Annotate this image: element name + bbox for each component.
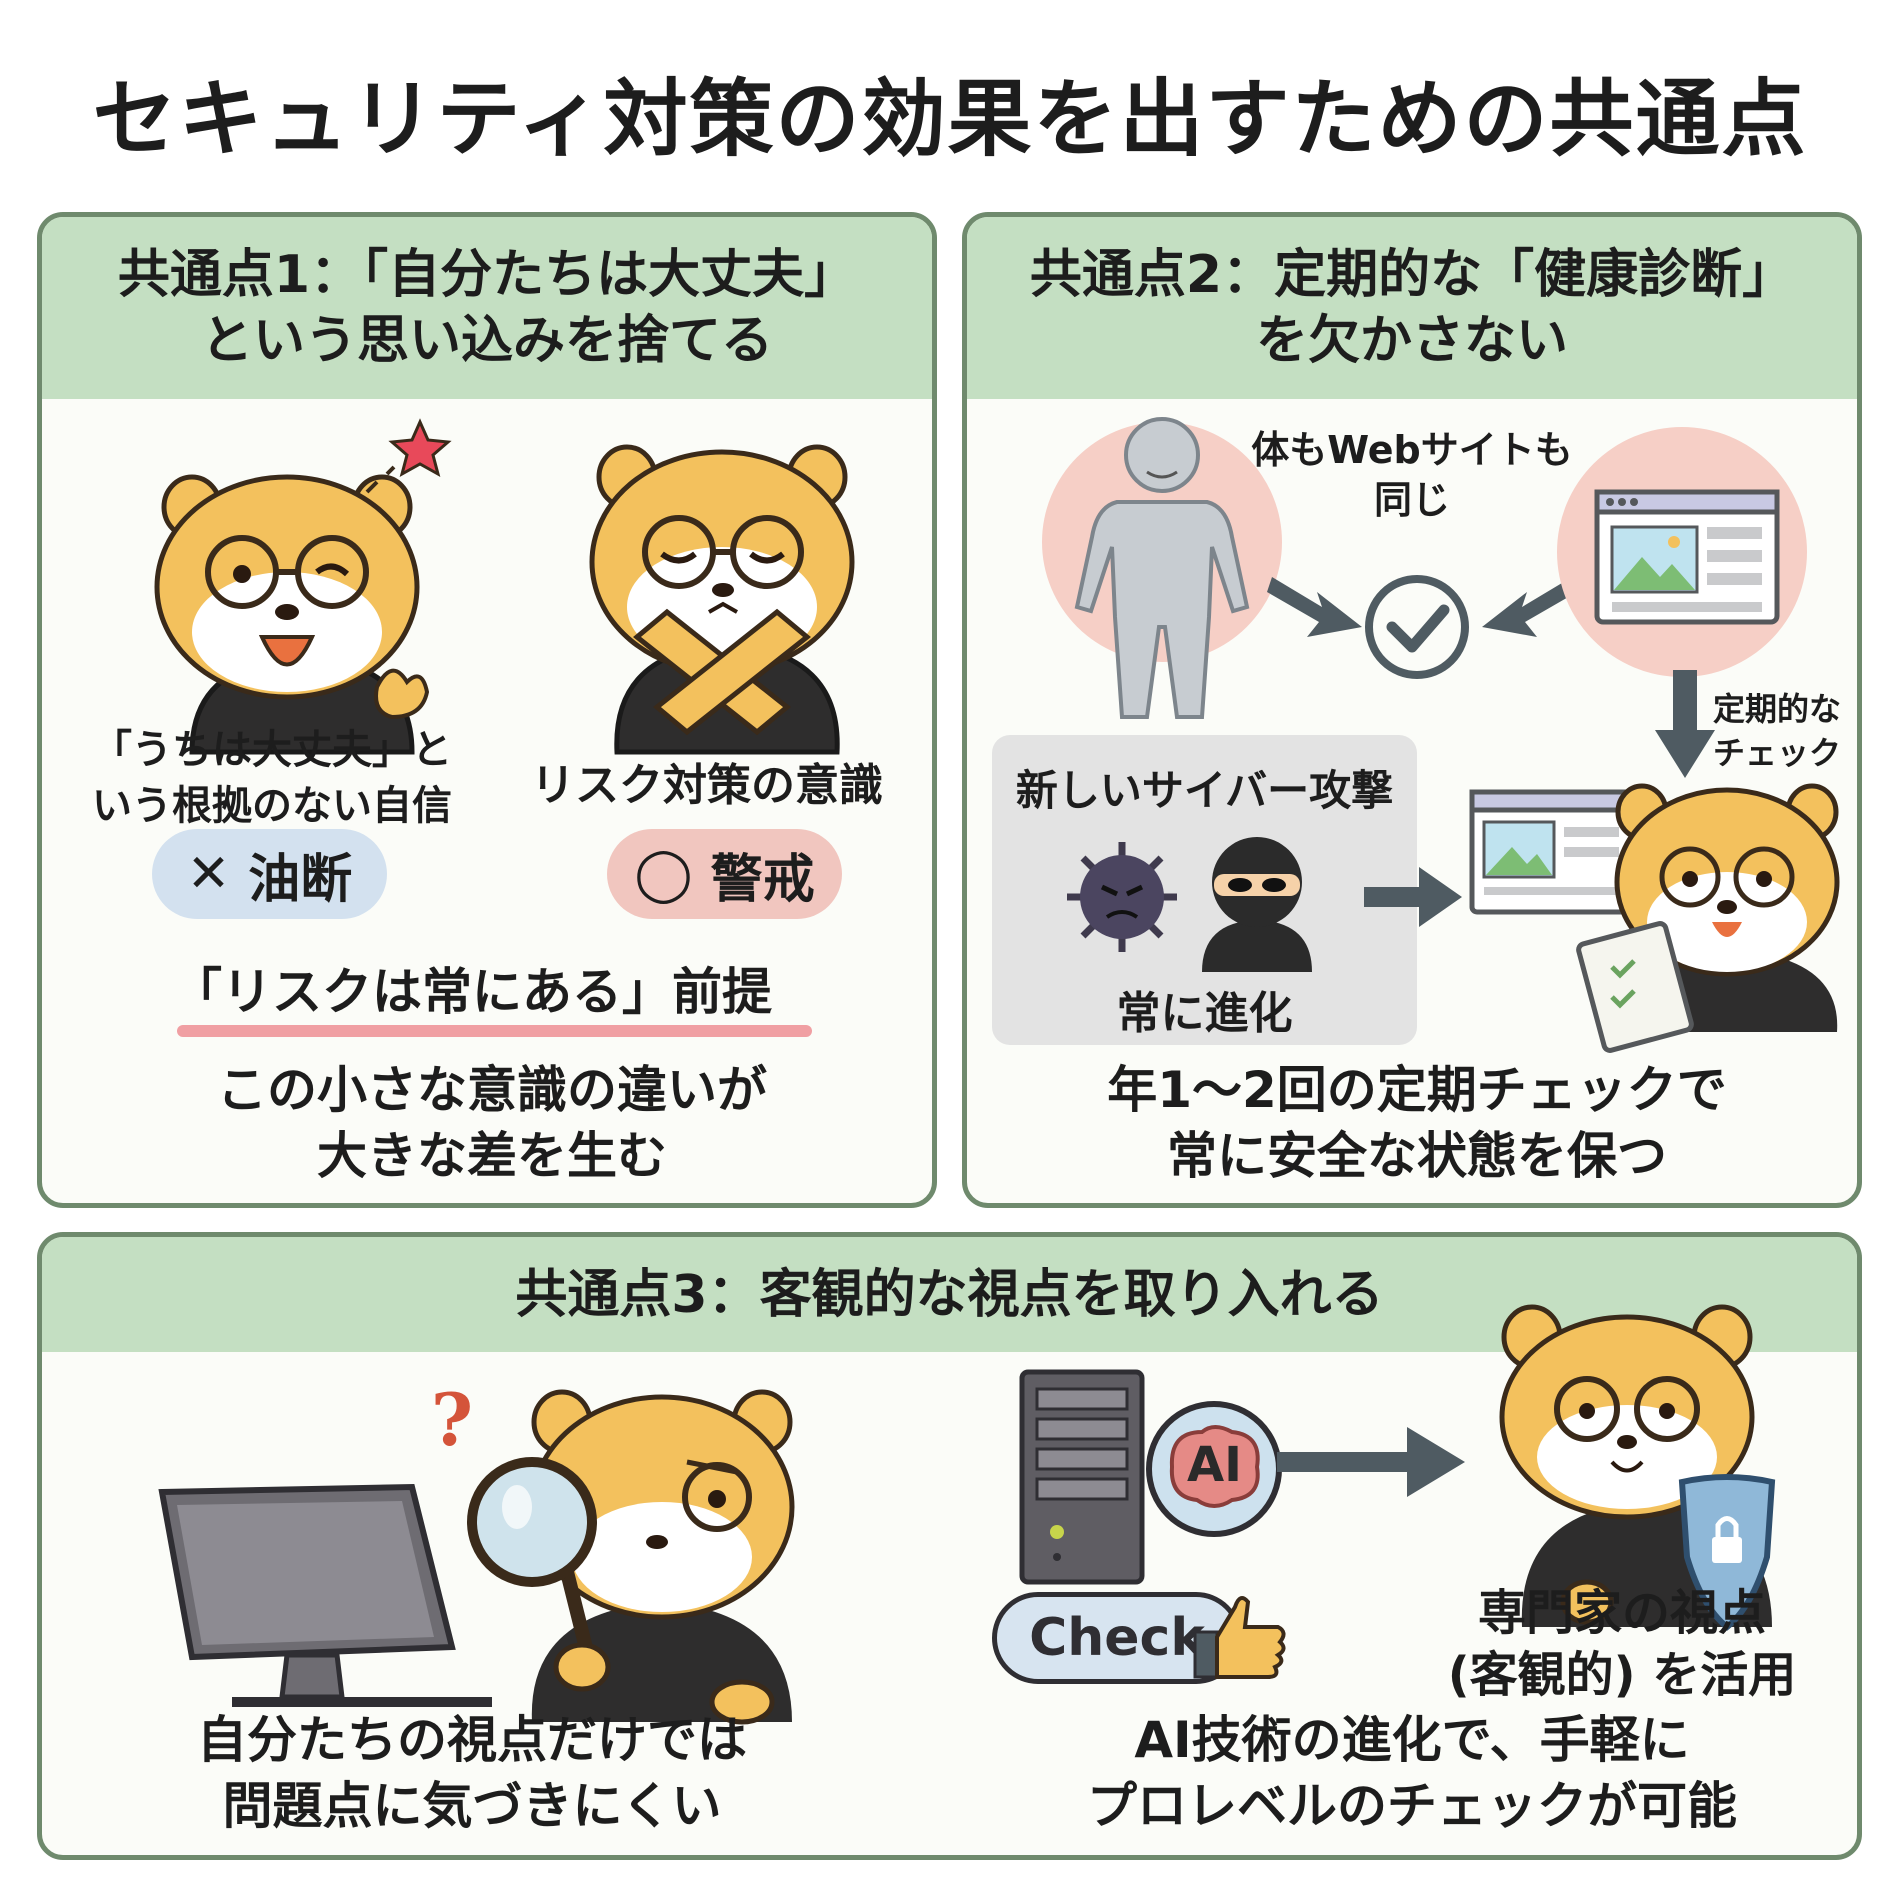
panel-1-header: 共通点1：「自分たちは大丈夫」 という思い込みを捨てる	[42, 217, 932, 399]
check-label: Check	[1029, 1608, 1205, 1668]
arrow-to-expert-icon	[1277, 1427, 1465, 1497]
thumbs-up-icon	[1193, 1596, 1286, 1679]
brain-icon	[1146, 1401, 1282, 1537]
panel-3-header: 共通点3：客観的な視点を取り入れる	[42, 1237, 1857, 1352]
risk-awareness-caption: リスク対策の意識	[531, 760, 883, 811]
server-icon	[1019, 1369, 1145, 1585]
confident-mascot-icon	[154, 418, 452, 755]
premise-underline	[177, 1025, 812, 1037]
person-icon	[1042, 417, 1282, 719]
magnifier-mascot-icon	[467, 1389, 795, 1725]
panel-1-heading-line2: という思い込みを捨てる	[200, 311, 773, 371]
panel-3-heading: 共通点3：客観的な視点を取り入れる	[515, 1264, 1384, 1325]
periodic-check-label: 定期的な チェック	[1712, 690, 1841, 772]
panel-common-point-1: 共通点1：「自分たちは大丈夫」 という思い込みを捨てる	[37, 212, 937, 1208]
panel-common-point-2: 共通点2：定期的な「健康診断」 を欠かさない 体もWebサイトも 同じ	[962, 212, 1862, 1208]
carelessness-badge: ✕ 油断	[152, 829, 387, 919]
panel-common-point-3: 共通点3：客観的な視点を取り入れる ? AI	[37, 1232, 1862, 1860]
arrow-to-check-right-icon	[1482, 577, 1577, 637]
expert-perspective-caption: 専門家の視点 (客観的) を活用	[1447, 1585, 1797, 1703]
ai-label: AI	[1186, 1437, 1242, 1493]
circle-icon: ◯	[634, 844, 693, 904]
alert-mascot-icon	[589, 444, 855, 755]
arrow-to-check-left-icon	[1267, 577, 1362, 637]
vigilance-badge: ◯ 警戒	[607, 829, 842, 919]
threat-title: 新しいサイバー攻撃	[1015, 766, 1394, 815]
panel-2-heading-line2: を欠かさない	[1255, 311, 1568, 371]
check-circle-icon	[1365, 575, 1469, 679]
question-mark-icon: ?	[430, 1377, 474, 1462]
right-arrow-icon	[1364, 867, 1462, 927]
threat-caption: 常に進化	[1116, 988, 1293, 1039]
monitor-icon	[158, 1483, 492, 1707]
hacker-icon	[1202, 837, 1312, 972]
virus-icon	[1067, 842, 1177, 952]
risk-premise: 「リスクは常にある」前提	[172, 963, 772, 1021]
threat-box	[992, 735, 1417, 1045]
panel-2-header: 共通点2：定期的な「健康診断」 を欠かさない	[967, 217, 1857, 399]
carelessness-label: 油断	[248, 849, 353, 910]
page-title: セキュリティ対策の効果を出すための共通点	[92, 70, 1808, 168]
browser-window-icon	[1557, 427, 1807, 677]
panel-3-left-footer: 自分たちの視点だけでは 問題点に気づきにくい	[197, 1711, 747, 1835]
down-arrow-icon	[1655, 670, 1715, 778]
cross-icon: ✕	[186, 844, 231, 904]
panel-2-footer: 年1〜2回の定期チェックで 常に安全な状態を保つ	[1107, 1061, 1727, 1185]
vigilance-label: 警戒	[710, 849, 815, 910]
overconfidence-caption: 「うちは大丈夫」と いう根拠のない自信	[92, 727, 452, 829]
panel-2-heading-line1: 共通点2：定期的な「健康診断」	[1029, 245, 1795, 305]
same-as-body-label: 体もWebサイトも 同じ	[1251, 428, 1573, 522]
website-check-mascot-icon	[1469, 783, 1840, 1053]
panel-1-footer: この小さな意識の違いが 大きな差を生む	[217, 1061, 767, 1185]
panel-3-right-footer: AI技術の進化で、手軽に プロレベルのチェックが可能	[1087, 1711, 1737, 1835]
expert-shield-mascot-icon	[1499, 1304, 1776, 1631]
panel-1-heading-line1: 共通点1：「自分たちは大丈夫」	[117, 245, 857, 305]
